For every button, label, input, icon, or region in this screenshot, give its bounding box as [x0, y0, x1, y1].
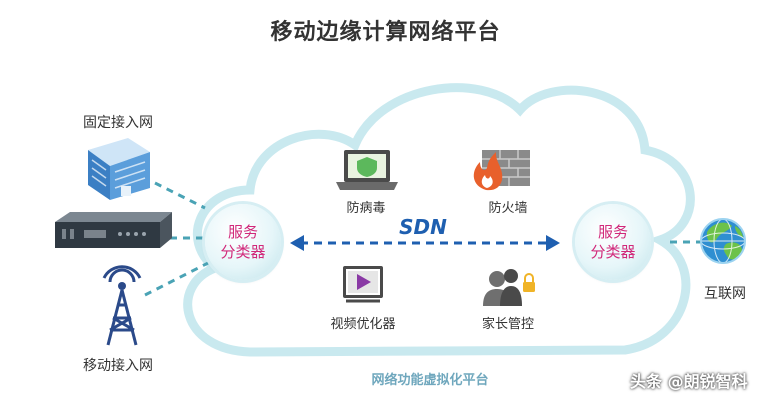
- nfv-platform-label: 网络功能虚拟化平台: [371, 373, 489, 388]
- classifier-right-line1: 服务: [597, 223, 628, 241]
- cloud-shape: [183, 83, 695, 357]
- watermark: 头条 @朗锐智科: [630, 372, 748, 391]
- internet-label: 互联网: [704, 286, 746, 302]
- sdn-label: SDN: [399, 215, 447, 239]
- parental-control-label: 家长管控: [481, 317, 535, 332]
- building-icon: [88, 138, 150, 200]
- laptop-shield-icon: [336, 150, 398, 190]
- firewall-icon: [473, 150, 530, 191]
- mobile-access-label: 移动接入网: [83, 358, 153, 374]
- classifier-right-line2: 分类器: [590, 243, 636, 261]
- left-links: [144, 181, 705, 297]
- tower-icon: [102, 265, 142, 346]
- antivirus-label: 防病毒: [346, 201, 386, 216]
- globe-icon: [700, 218, 746, 264]
- page-title: 移动边缘计算网络平台: [270, 20, 501, 45]
- classifier-left-line2: 分类器: [220, 243, 266, 261]
- sdn-arrow: [290, 235, 560, 251]
- server-icon: [55, 212, 172, 248]
- service-classifier-left: 服务 分类器: [205, 204, 281, 280]
- service-classifier-right: 服务 分类器: [575, 204, 651, 280]
- video-optimizer-label: 视频优化器: [330, 317, 396, 332]
- parental-control-icon: [483, 269, 535, 306]
- firewall-label: 防火墙: [488, 201, 528, 216]
- classifier-left-line1: 服务: [227, 223, 258, 241]
- video-player-icon: [343, 266, 383, 303]
- fixed-access-label: 固定接入网: [83, 115, 153, 131]
